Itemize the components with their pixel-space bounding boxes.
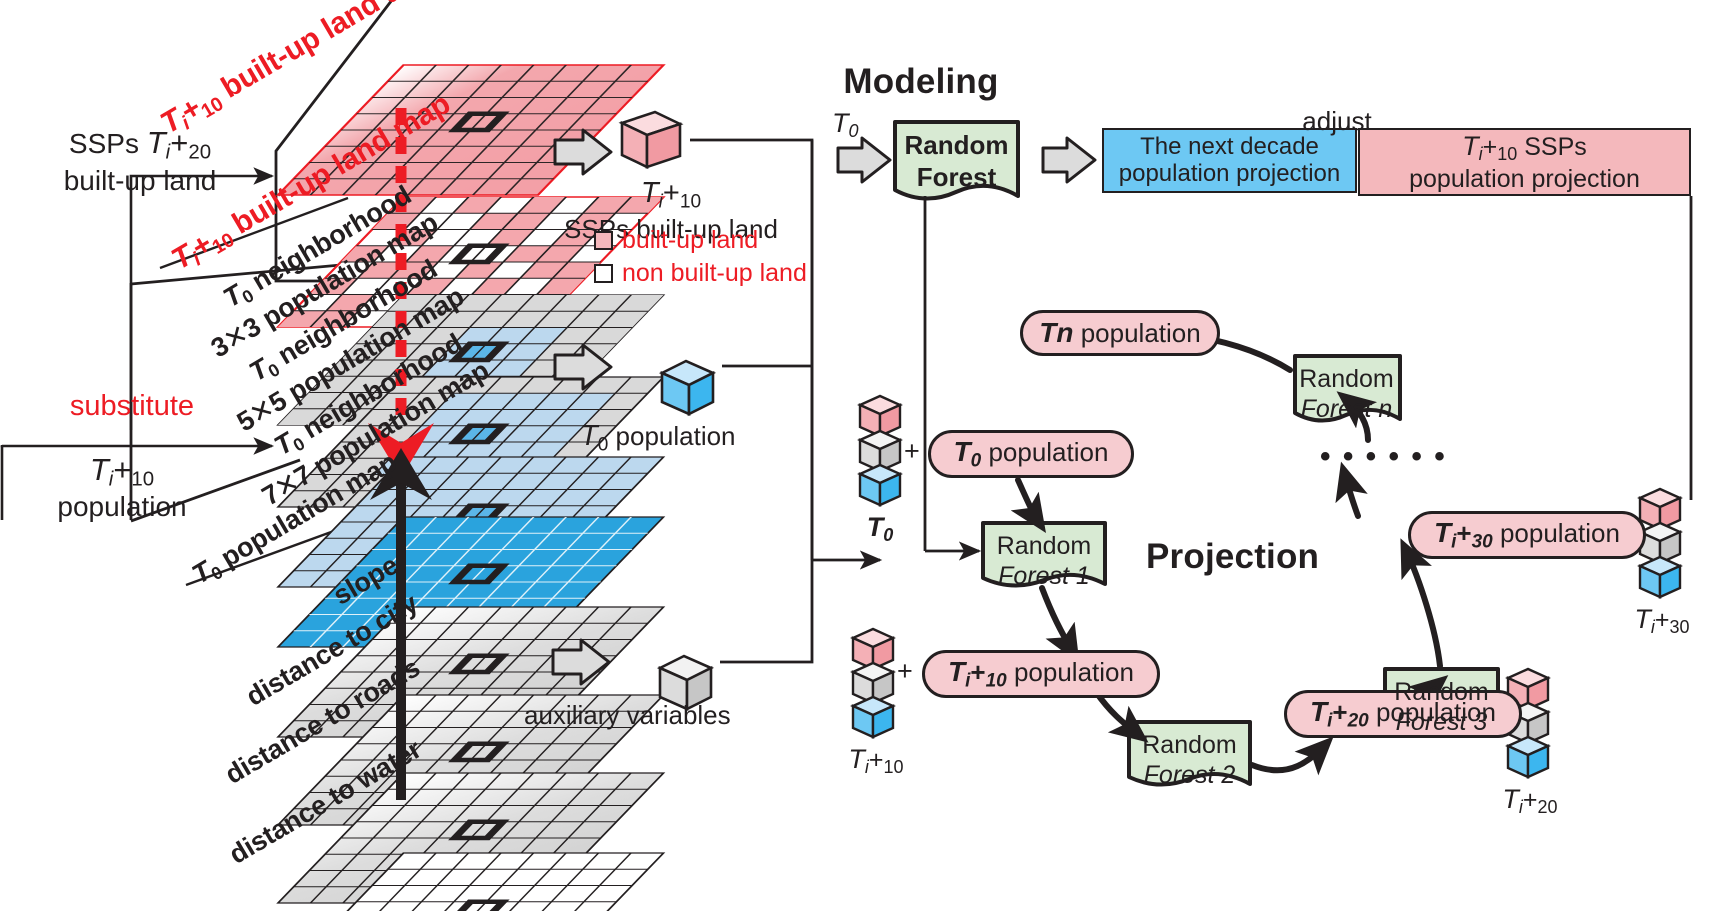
label-random-forest-n: Random Forest n bbox=[1299, 365, 1394, 423]
caption-stack-ti10: Ti+10 bbox=[848, 744, 904, 778]
substitute-label: substitute bbox=[69, 390, 195, 422]
population-group-bracket bbox=[129, 283, 301, 523]
shape-random-forest-2 bbox=[1127, 720, 1252, 787]
feature-gather-lines bbox=[690, 138, 883, 664]
plus-ti10: + bbox=[897, 656, 913, 686]
legend-swatch-built-up-land bbox=[594, 231, 613, 250]
caption-ssp-builtup-cube: Ti+10 SSPs built-up land bbox=[556, 176, 786, 245]
label-random-forest-3: Random Forest 3 bbox=[1394, 678, 1489, 736]
ti10-num: 10 bbox=[131, 467, 155, 491]
arrow-to-t0-cube bbox=[553, 343, 613, 391]
arrow-rf2-to-ti20pop bbox=[1249, 736, 1334, 776]
pill-ti10-population: Ti+10 population bbox=[922, 650, 1160, 698]
legend-item-built-up-land: built-up land bbox=[594, 226, 807, 255]
ssp-num: 20 bbox=[188, 140, 212, 164]
caption-stack-t0: T0 bbox=[866, 512, 894, 546]
substitute-connector bbox=[0, 437, 275, 520]
ti10-T: T bbox=[89, 452, 109, 487]
pill-tn-population: Tn population bbox=[1020, 310, 1220, 356]
legend-item-non-built-up-land: non built-up land bbox=[594, 259, 807, 288]
arrow-ellipsis-to-rfn bbox=[1336, 391, 1378, 443]
plus-t0: + bbox=[904, 436, 920, 466]
arrow-t0pop-to-rf1 bbox=[1010, 477, 1046, 533]
ssp-T: T bbox=[146, 125, 166, 160]
ti10-population-input-label: Ti+10 population bbox=[0, 452, 244, 523]
legend-label-built-up-land: built-up land bbox=[622, 226, 759, 254]
ssp-population-projection-box: Ti+10 SSPs population projection bbox=[1358, 128, 1691, 196]
next-decade-line2: population projection bbox=[1118, 159, 1341, 187]
modeling-title: Modeling bbox=[843, 62, 999, 101]
arrow-to-auxiliary-cube bbox=[551, 638, 611, 686]
caption-stack-ti30: Ti+30 bbox=[1634, 604, 1690, 638]
rf-main-to-projection-connector bbox=[923, 196, 982, 561]
ssp-builtup-input-label: SSPs Ti+20 built-up land bbox=[10, 125, 270, 196]
projection-ellipsis: • • • • • • bbox=[1320, 440, 1447, 473]
ssp-label-line1: SSPs bbox=[68, 128, 139, 159]
caption-stack-ti20: Ti+20 bbox=[1502, 784, 1558, 818]
cube-stack-ti30 bbox=[1637, 487, 1683, 599]
pill-ti30-population: Ti+30 population bbox=[1408, 511, 1646, 559]
modeling-input-t0-label: T0 bbox=[832, 108, 859, 142]
label-random-forest-2: Random Forest 2 bbox=[1142, 731, 1237, 789]
shape-random-forest-main bbox=[893, 120, 1020, 201]
next-decade-line1: The next decade bbox=[1140, 132, 1319, 160]
ti10-i: i bbox=[108, 467, 114, 491]
ti10-line2: population bbox=[57, 491, 187, 523]
legend-label-non-built-up-land: non built-up land bbox=[622, 259, 807, 287]
cube-ssp-builtup bbox=[618, 110, 684, 170]
arrow-t0-to-random-forest bbox=[836, 136, 892, 184]
ssp-plus: + bbox=[170, 125, 189, 160]
cube-stack-ti10 bbox=[850, 627, 896, 739]
ti10-plus: + bbox=[113, 452, 132, 487]
pill-ti20-population: Ti+20 population bbox=[1284, 690, 1522, 738]
label-random-forest-1: Random Forest 1 bbox=[996, 532, 1092, 590]
arrow-rf-to-next-decade bbox=[1041, 136, 1097, 184]
legend-swatch-non-built-up-land bbox=[594, 264, 613, 283]
ssp-label-line2: built-up land bbox=[63, 164, 217, 196]
ssp-i: i bbox=[165, 140, 171, 164]
ssp-proj-line2: population projection bbox=[1409, 164, 1640, 193]
cube-auxiliary-variables bbox=[656, 654, 715, 712]
layer-distance-to-water bbox=[276, 852, 666, 911]
shape-random-forest-1 bbox=[981, 521, 1107, 588]
arrow-to-ssp-cube bbox=[553, 128, 613, 176]
arrow-ti30pop-to-ellipsis bbox=[1335, 461, 1368, 519]
cube-stack-t0 bbox=[857, 394, 903, 507]
projection-title: Projection bbox=[1146, 537, 1320, 576]
caption-auxiliary-variables: auxiliary variables bbox=[524, 700, 731, 730]
layer-distance-to-roads bbox=[276, 772, 666, 904]
pill-t0-population: T0 population bbox=[928, 430, 1134, 478]
legend: built-up land non built-up land bbox=[594, 226, 807, 288]
cube-t0-population bbox=[658, 359, 717, 417]
next-decade-projection-box: The next decade population projection bbox=[1102, 128, 1357, 193]
arrow-rf3-to-ti30pop bbox=[1400, 538, 1443, 669]
black-dashed-pin-arrow bbox=[370, 448, 432, 800]
arrow-rf1-to-ti10pop bbox=[1039, 585, 1080, 664]
random-forest-main-label: Random Forest bbox=[904, 130, 1009, 192]
caption-t0-population-cube: T0 population bbox=[580, 420, 736, 456]
